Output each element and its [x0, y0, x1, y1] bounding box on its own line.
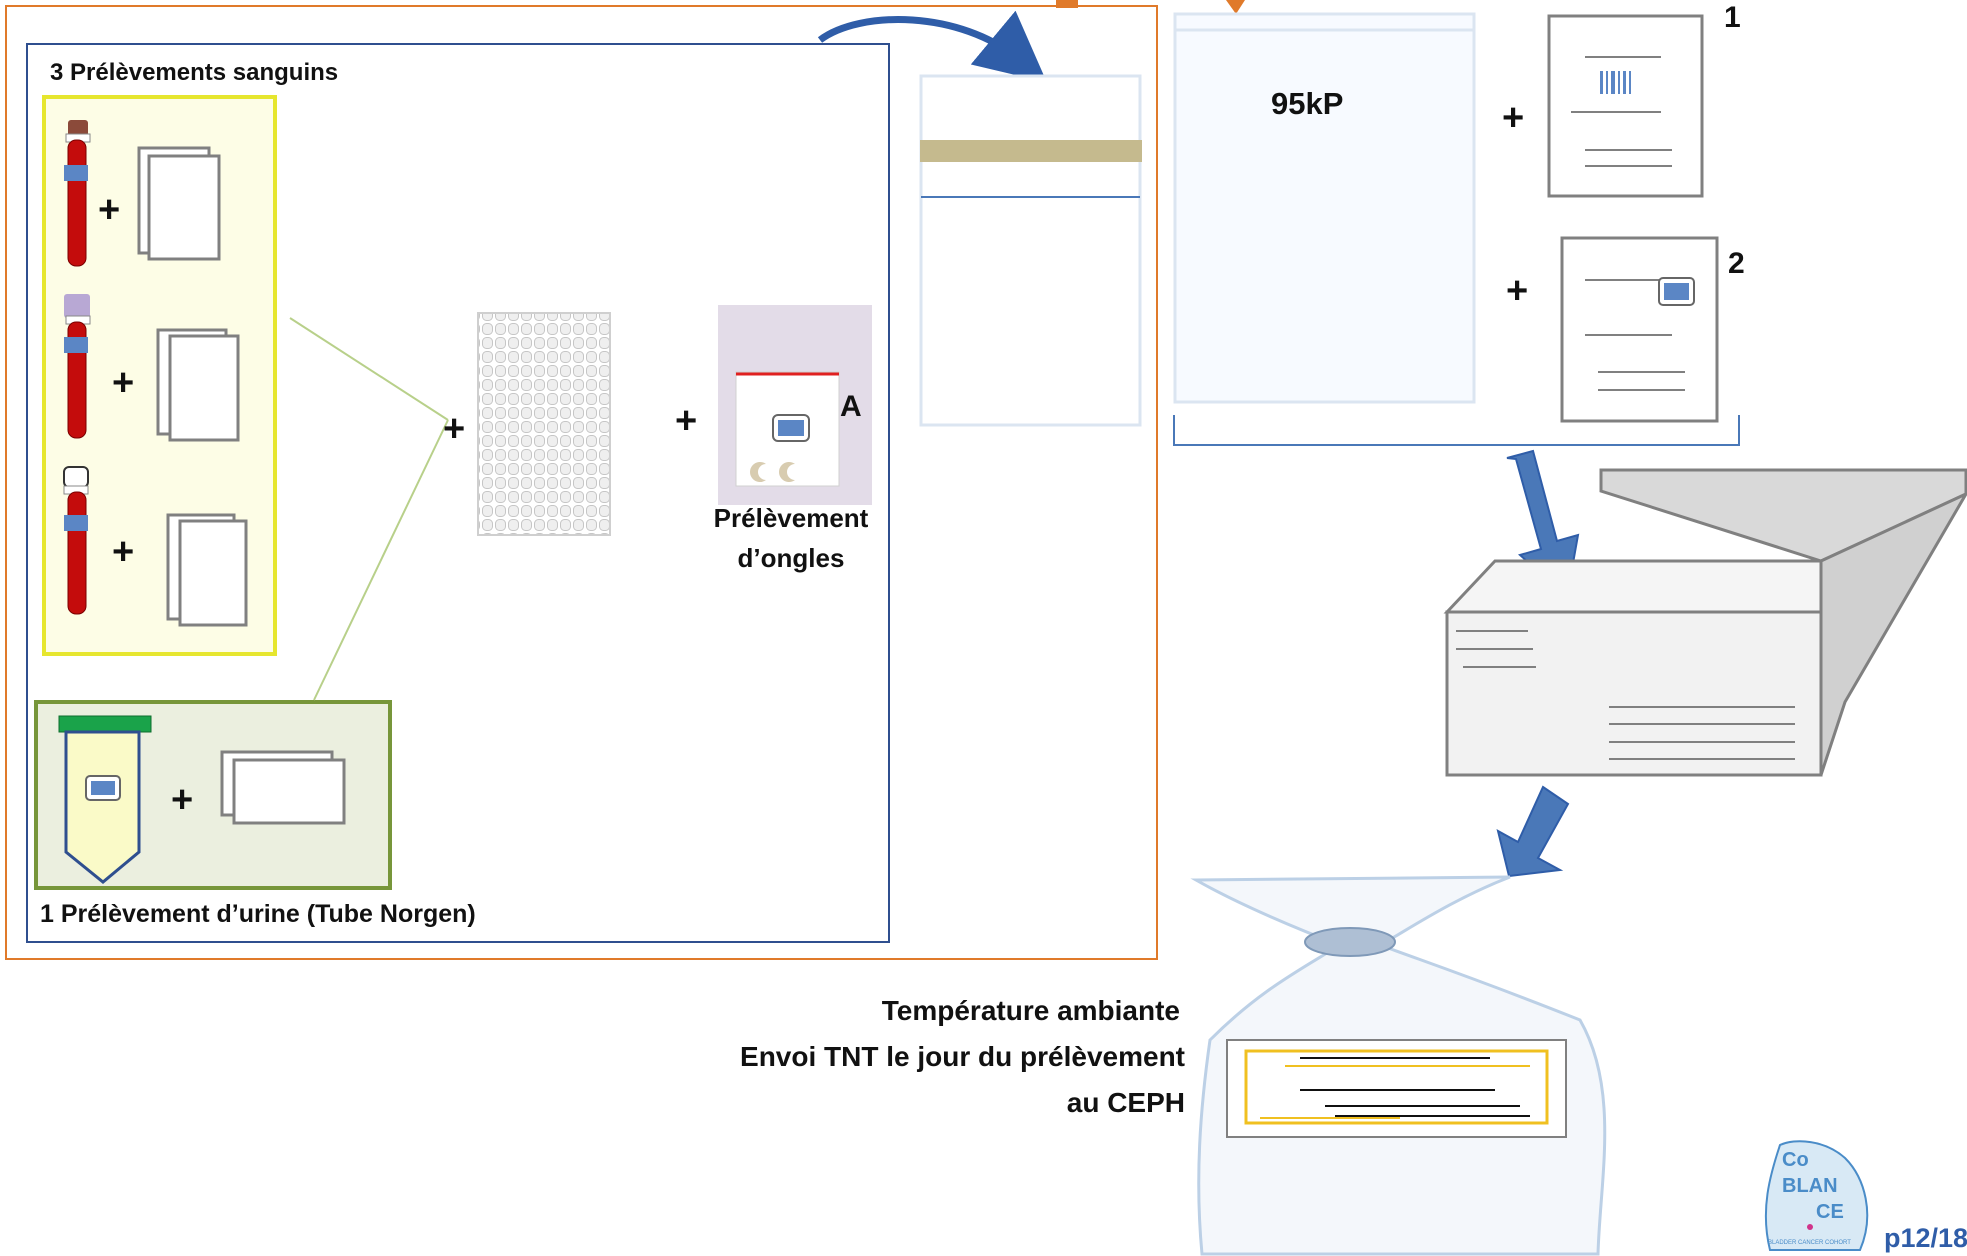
urine-sample-title: 1 Prélèvement d’urine (Tube Norgen) — [40, 900, 476, 928]
connector-urine — [313, 419, 449, 701]
bag-95kpa-label: 95kP — [1271, 86, 1344, 121]
transport-bag — [1190, 875, 1607, 1256]
group-brace — [1173, 415, 1740, 446]
plus-sign-2: + — [112, 362, 135, 404]
arrow-to-bag — [1496, 785, 1570, 878]
coblance-logo — [1764, 1140, 1869, 1251]
blood-samples-title: 3 Prélèvements sanguins — [50, 59, 339, 86]
plus-sign-form-2: + — [1506, 270, 1529, 312]
sheet-stack-3 — [166, 513, 248, 627]
urine-tube — [58, 715, 152, 884]
nail-caption-line1: Prélèvement — [713, 503, 869, 533]
logo-text-blan: BLAN — [1782, 1175, 1838, 1197]
logo-text-ce: CE — [1816, 1201, 1844, 1223]
shipping-instruction-line2: Envoi TNT le jour du prélèvement — [740, 1041, 1185, 1072]
page-number: p12/18 — [1884, 1223, 1967, 1253]
form-2 — [1560, 236, 1719, 423]
form-2-number: 2 — [1728, 247, 1745, 280]
plus-sign-3: + — [112, 531, 135, 573]
plus-sign-bubble: + — [443, 408, 466, 450]
connector-blood — [289, 317, 449, 421]
plus-sign-1: + — [98, 189, 121, 231]
bubble-wrap — [477, 312, 611, 536]
nail-letter: A — [840, 390, 862, 423]
logo-tagline: BLADDER CANCER COHORT — [1768, 1240, 1851, 1246]
inner-frame — [26, 43, 890, 943]
blood-tube-3 — [63, 466, 89, 615]
nail-caption-line2: d’ongles — [737, 543, 845, 573]
blood-tube-1 — [64, 120, 91, 267]
form-1 — [1547, 14, 1704, 198]
form-1-number: 1 — [1724, 1, 1741, 34]
nail-sample-bag — [718, 305, 872, 505]
curved-arrow — [817, 10, 1047, 83]
plus-sign-nail: + — [675, 400, 698, 442]
plus-sign-form-1: + — [1502, 97, 1525, 139]
shipping-box — [1443, 468, 1967, 777]
shipping-instruction-line1: Température ambiante — [881, 995, 1180, 1026]
orange-frame-marker — [1056, 0, 1078, 8]
plus-sign-urine: + — [171, 779, 194, 821]
absorbent-pouch — [919, 74, 1142, 427]
orange-arrow-tip — [1226, 0, 1245, 14]
sheet-stack-2 — [156, 328, 240, 442]
bag-95kpa — [1173, 12, 1476, 404]
sheet-stack-1 — [137, 146, 221, 261]
shipping-instruction-line3: au CEPH — [1066, 1087, 1185, 1118]
blood-tube-2 — [64, 294, 91, 439]
sheet-stack-urine — [220, 750, 346, 825]
logo-text-co: Co — [1782, 1149, 1809, 1171]
outer-frame — [5, 5, 1158, 960]
